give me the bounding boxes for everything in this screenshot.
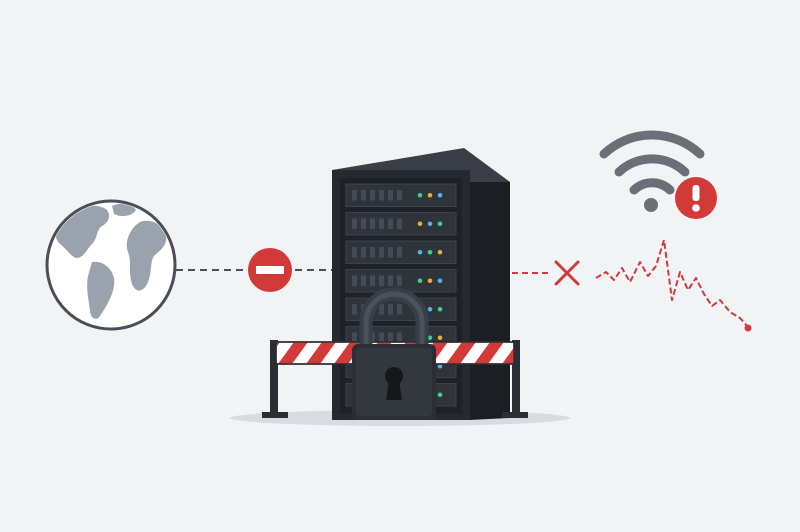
signal-wave-icon (595, 239, 752, 332)
wifi-icon (599, 130, 705, 212)
cross-icon (554, 260, 580, 286)
status-led (427, 335, 433, 341)
status-led (437, 363, 443, 369)
barrier-stripe (474, 342, 504, 364)
status-led (417, 249, 423, 255)
status-led (427, 249, 433, 255)
alert-icon (675, 177, 717, 219)
barrier-stripe (502, 342, 514, 364)
drive-bay (345, 240, 457, 264)
status-led (427, 192, 433, 198)
status-led (437, 306, 443, 312)
status-led (437, 392, 443, 398)
status-led (427, 278, 433, 284)
status-led (437, 221, 443, 227)
globe-icon (45, 199, 177, 331)
drive-bay (345, 183, 457, 207)
padlock-icon (352, 287, 436, 420)
status-led (417, 192, 423, 198)
drive-bay (345, 212, 457, 236)
barrier-stripe (530, 342, 560, 364)
barrier-stripe (306, 342, 336, 364)
status-led (427, 221, 433, 227)
status-led (417, 221, 423, 227)
barrier-stripe (446, 342, 476, 364)
status-led (417, 278, 423, 284)
status-led (437, 278, 443, 284)
status-led (437, 335, 443, 341)
status-led (437, 192, 443, 198)
drive-bay (345, 269, 457, 293)
barrier-stripe (278, 342, 308, 364)
status-led (427, 306, 433, 312)
status-led (437, 249, 443, 255)
no-entry-icon (248, 248, 292, 292)
